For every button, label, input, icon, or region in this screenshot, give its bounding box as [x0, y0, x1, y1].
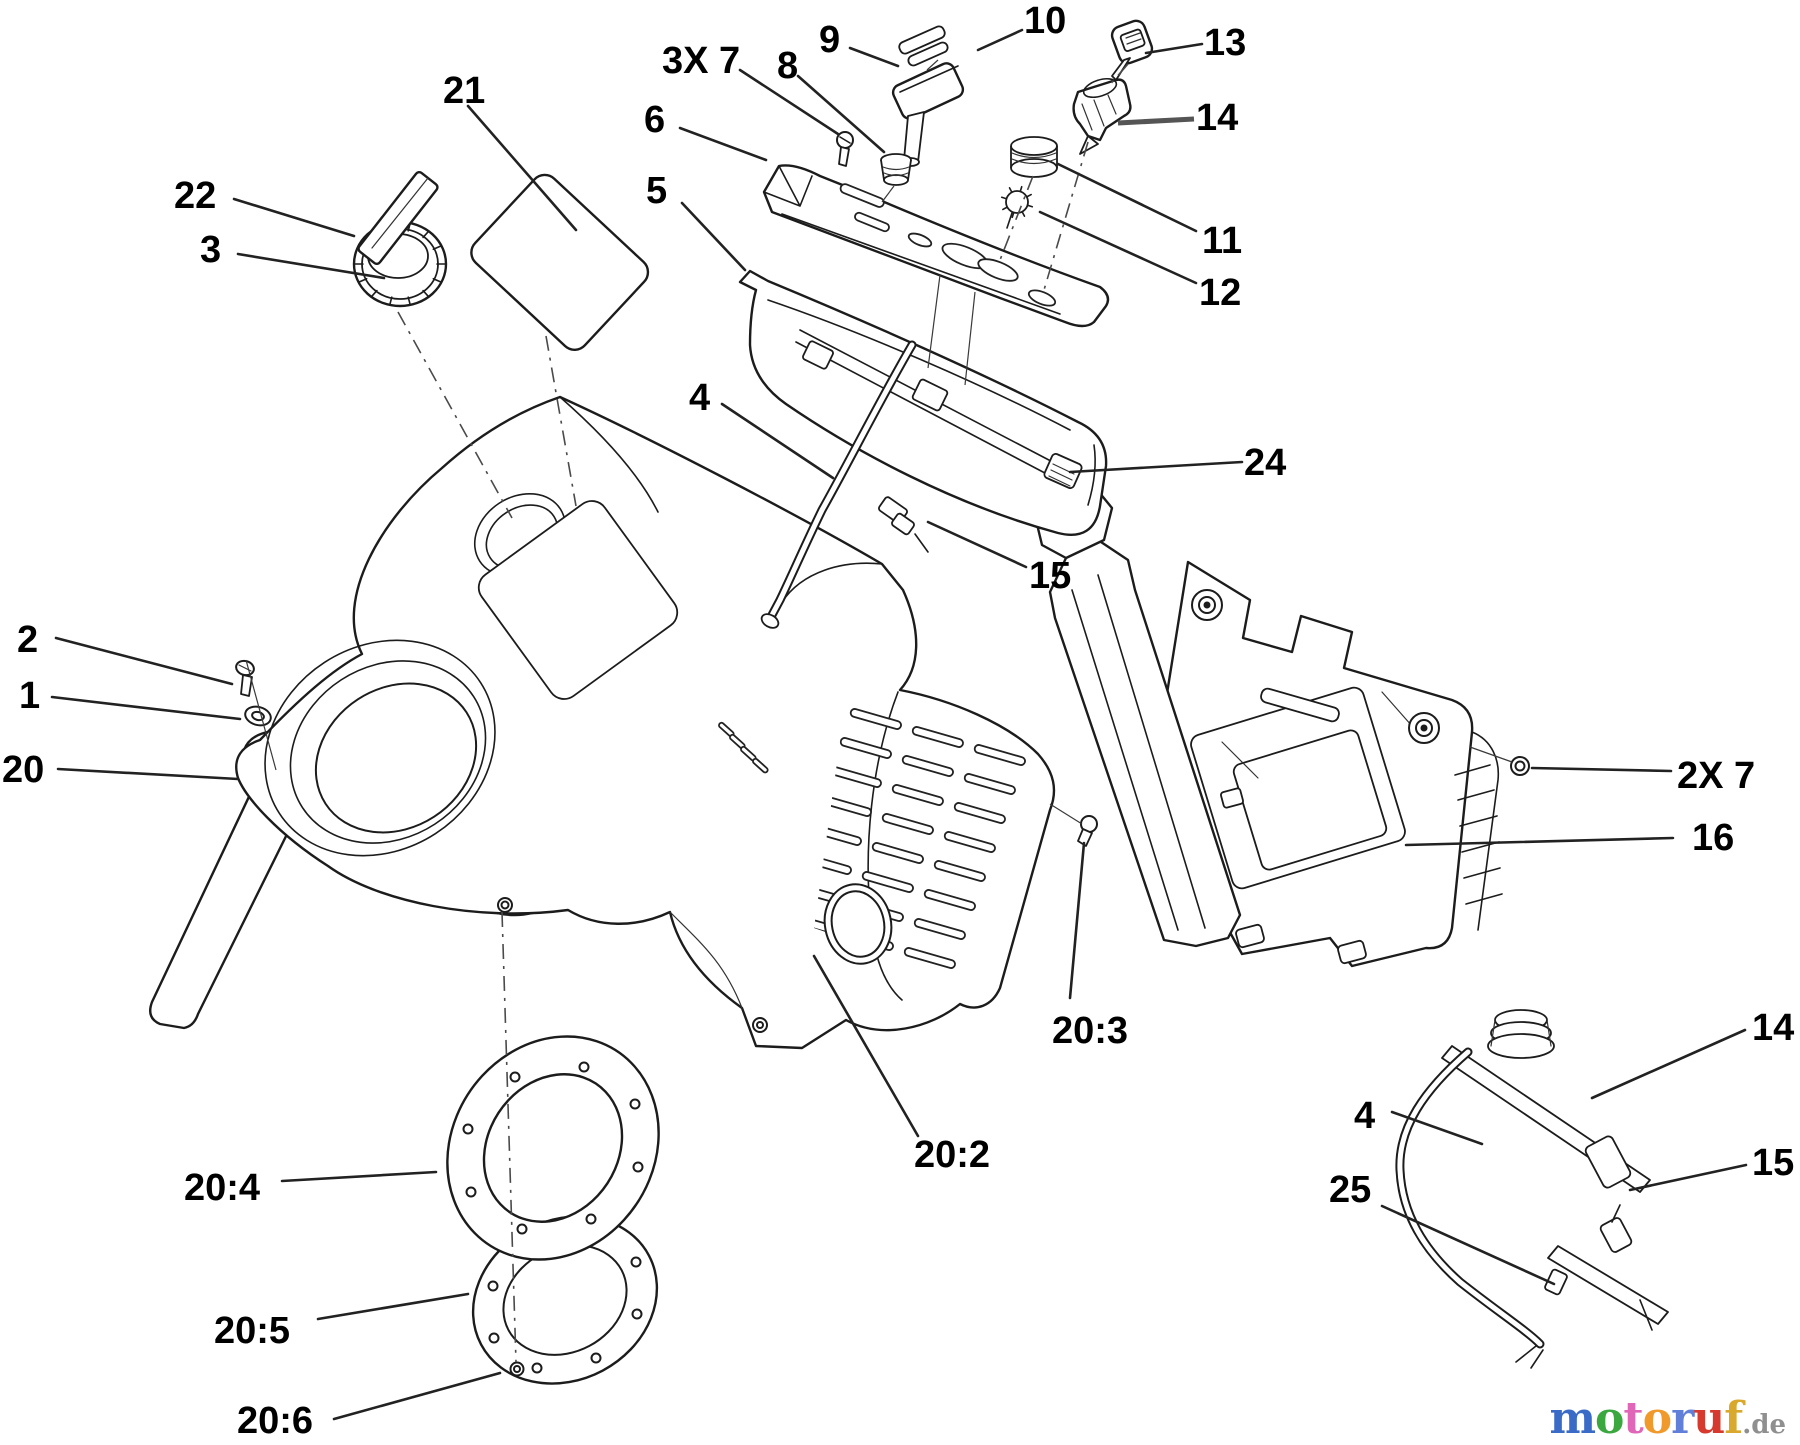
part-shift-lever-9 [891, 62, 965, 167]
callout-1: 1 [19, 675, 40, 717]
callout-11: 11 [1202, 220, 1242, 262]
part-cable-assembly-br [1395, 1009, 1669, 1369]
part-ignition-switch-14 [1072, 77, 1132, 155]
part-key-13 [1110, 19, 1154, 81]
callout-20-6: 20:6 [237, 1400, 313, 1442]
watermark-suffix: .de [1742, 1410, 1786, 1440]
callout-4-mid: 4 [689, 377, 710, 419]
callout-22: 22 [174, 175, 216, 217]
panel-slots [839, 183, 1057, 307]
part-star-nut-12 [1000, 185, 1034, 229]
callout-14-top: 14 [1196, 97, 1238, 139]
callout-3: 3 [200, 229, 221, 271]
part-clip-10 [898, 25, 949, 67]
callout-16: 16 [1692, 817, 1734, 859]
callout-9: 9 [819, 19, 840, 61]
clip-15-br [1584, 1135, 1633, 1253]
part-screw-2x7 [1510, 756, 1530, 776]
watermark-motoruf: motoruf.de [1549, 1397, 1786, 1441]
callout-15-mid: 15 [1029, 555, 1071, 597]
part-bushing-8 [880, 153, 912, 186]
callout-24: 24 [1244, 442, 1286, 484]
callout-12: 12 [1199, 272, 1241, 314]
callout-10: 10 [1024, 0, 1066, 42]
callout-2x7: 2X 7 [1677, 755, 1755, 797]
callout-8: 8 [777, 45, 798, 87]
part-cable-4-mid [760, 340, 917, 629]
screw-bosses [1191, 589, 1440, 744]
watermark-letters: motoruf [1549, 1393, 1743, 1444]
part-main-shroud [235, 395, 1056, 1050]
callout-21: 21 [443, 70, 485, 112]
part-dash-panel [738, 269, 1108, 536]
part-clip-15-mid [878, 496, 929, 553]
part-decal-21 [470, 173, 650, 351]
callout-20-2: 20:2 [914, 1134, 990, 1176]
part-washer-1 [244, 705, 272, 727]
assembly-axis-lines [245, 59, 1513, 1363]
screw-20-6 [509, 1361, 525, 1377]
callout-13: 13 [1204, 22, 1246, 64]
connector-24 [1043, 452, 1083, 490]
part-ring-upper [446, 1035, 660, 1261]
part-strip-decal-22 [357, 171, 439, 265]
callout-20-3: 20:3 [1052, 1010, 1128, 1052]
callout-6: 6 [644, 99, 665, 141]
callout-20-5: 20:5 [214, 1310, 290, 1352]
part-screw-7 [836, 131, 854, 167]
callout-2: 2 [17, 619, 38, 661]
part-lower-shroud [1148, 560, 1503, 968]
ribbed-cap-14 [1487, 1009, 1555, 1059]
callout-15-br: 15 [1752, 1142, 1794, 1184]
rib-lines [1454, 764, 1503, 905]
part-cap-11 [1010, 136, 1058, 178]
ring-bolt-holes [462, 1061, 644, 1235]
callout-25: 25 [1329, 1169, 1371, 1211]
part-control-panel [762, 164, 1110, 328]
callout-5: 5 [646, 170, 667, 212]
callout-3x7: 3X 7 [662, 40, 740, 82]
callout-20: 20 [2, 749, 44, 791]
louver-slots [718, 721, 769, 774]
part-screw-2 [235, 659, 255, 697]
callout-4-br: 4 [1354, 1095, 1375, 1137]
part-screw-20-3 [1077, 815, 1098, 847]
leader-lines [50, 28, 1748, 1421]
callout-14-br: 14 [1752, 1007, 1794, 1049]
callout-20-4: 20:4 [184, 1167, 260, 1209]
